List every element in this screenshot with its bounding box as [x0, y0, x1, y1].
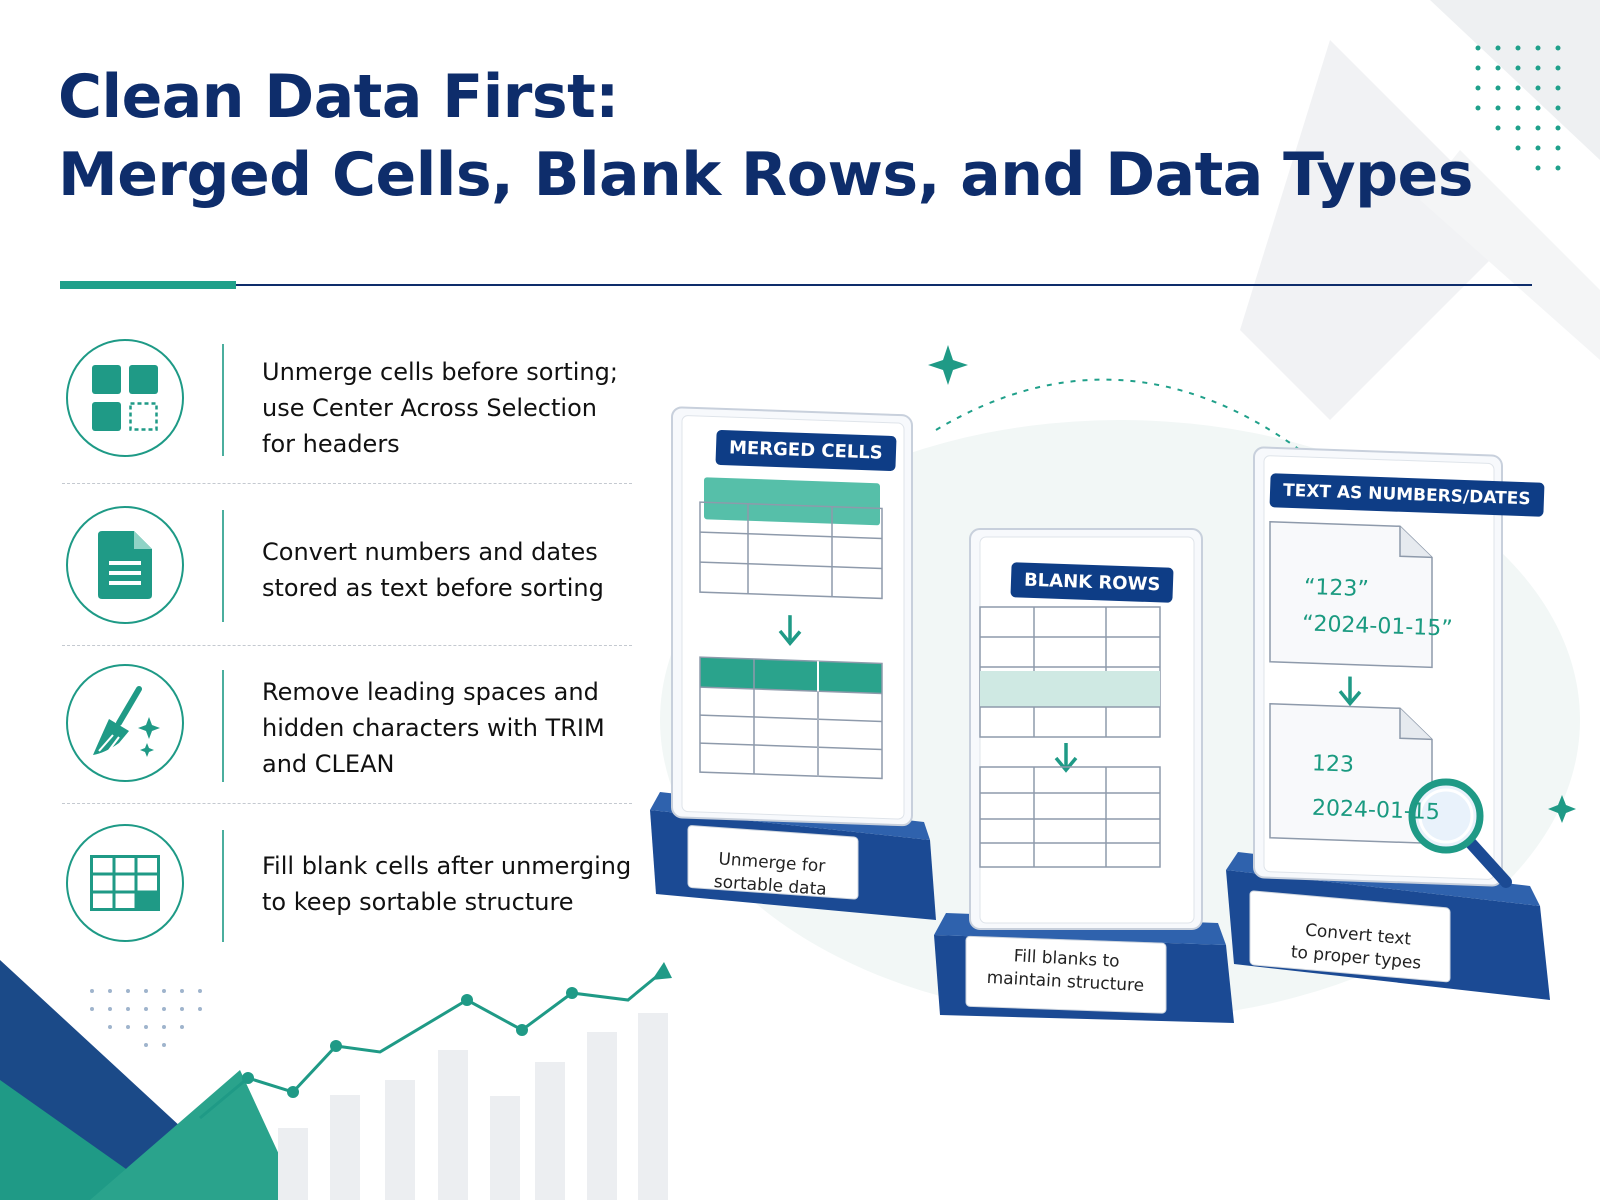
page-title: Clean Data First: Merged Cells, Blank Ro…: [58, 58, 1558, 214]
tip-2-icon-circle: [66, 506, 184, 624]
converted-date-value: 2024-01-15: [1311, 795, 1441, 826]
tip-1-icon-circle: [66, 339, 184, 457]
dot-grid-top-right: [1475, 45, 1561, 171]
title-divider: [60, 284, 1532, 286]
bg-trend-points: [242, 987, 578, 1098]
stand-blank-label: BLANK ROWS: [1010, 562, 1174, 603]
sparkle-icon: [1548, 795, 1576, 823]
title-line-2: Merged Cells, Blank Rows, and Data Types: [58, 140, 1473, 210]
tip-3-icon-circle: [66, 664, 184, 782]
tip-1-divider: [222, 344, 224, 456]
tip-1-text: Unmerge cells before sorting; use Center…: [262, 358, 618, 458]
bg-diamond: [1240, 40, 1520, 420]
broom-icon: [93, 686, 160, 757]
tip-separator: [62, 645, 632, 646]
tip-4-icon-circle: [66, 824, 184, 942]
bg-diamond: [1430, 0, 1600, 160]
dot-grid-bottom-left: [90, 989, 202, 1047]
stand-merged-cells: [650, 406, 936, 920]
stand-merged-label: MERGED CELLS: [715, 429, 897, 472]
tip-2-divider: [222, 510, 224, 622]
tip-3-divider: [222, 670, 224, 782]
tip-3-text: Remove leading spaces and hidden charact…: [262, 678, 605, 778]
magnifier-icon: [1408, 778, 1512, 888]
bg-triangle-teal-2: [90, 1070, 300, 1200]
tip-4-divider: [222, 830, 224, 942]
title-line-1: Clean Data First:: [58, 62, 619, 132]
stand-blank-rows: [934, 528, 1234, 1023]
trend-arrowhead-icon: [652, 962, 672, 980]
connector-arc: [935, 378, 1301, 451]
text-value-quoted-number: “123”: [1303, 574, 1370, 603]
stand-text-as-numbers: [1226, 446, 1550, 1000]
converted-number-value: 123: [1311, 751, 1355, 778]
bg-trend-line: [199, 970, 663, 1120]
bg-bars: [278, 1013, 668, 1200]
tip-separator: [62, 483, 632, 484]
tip-4-text: Fill blank cells after unmerging to keep…: [262, 852, 632, 916]
grid-squares-icon: [92, 365, 158, 431]
bg-diamond: [1420, 150, 1600, 360]
text-value-quoted-date: “2024-01-15”: [1301, 611, 1454, 642]
tip-separator: [62, 803, 632, 804]
sparkle-icon: [928, 345, 968, 385]
table-grid-icon: [90, 855, 160, 911]
title-divider-accent: [60, 281, 236, 289]
document-icon: [98, 531, 152, 599]
tip-2-text: Convert numbers and dates stored as text…: [262, 538, 604, 602]
